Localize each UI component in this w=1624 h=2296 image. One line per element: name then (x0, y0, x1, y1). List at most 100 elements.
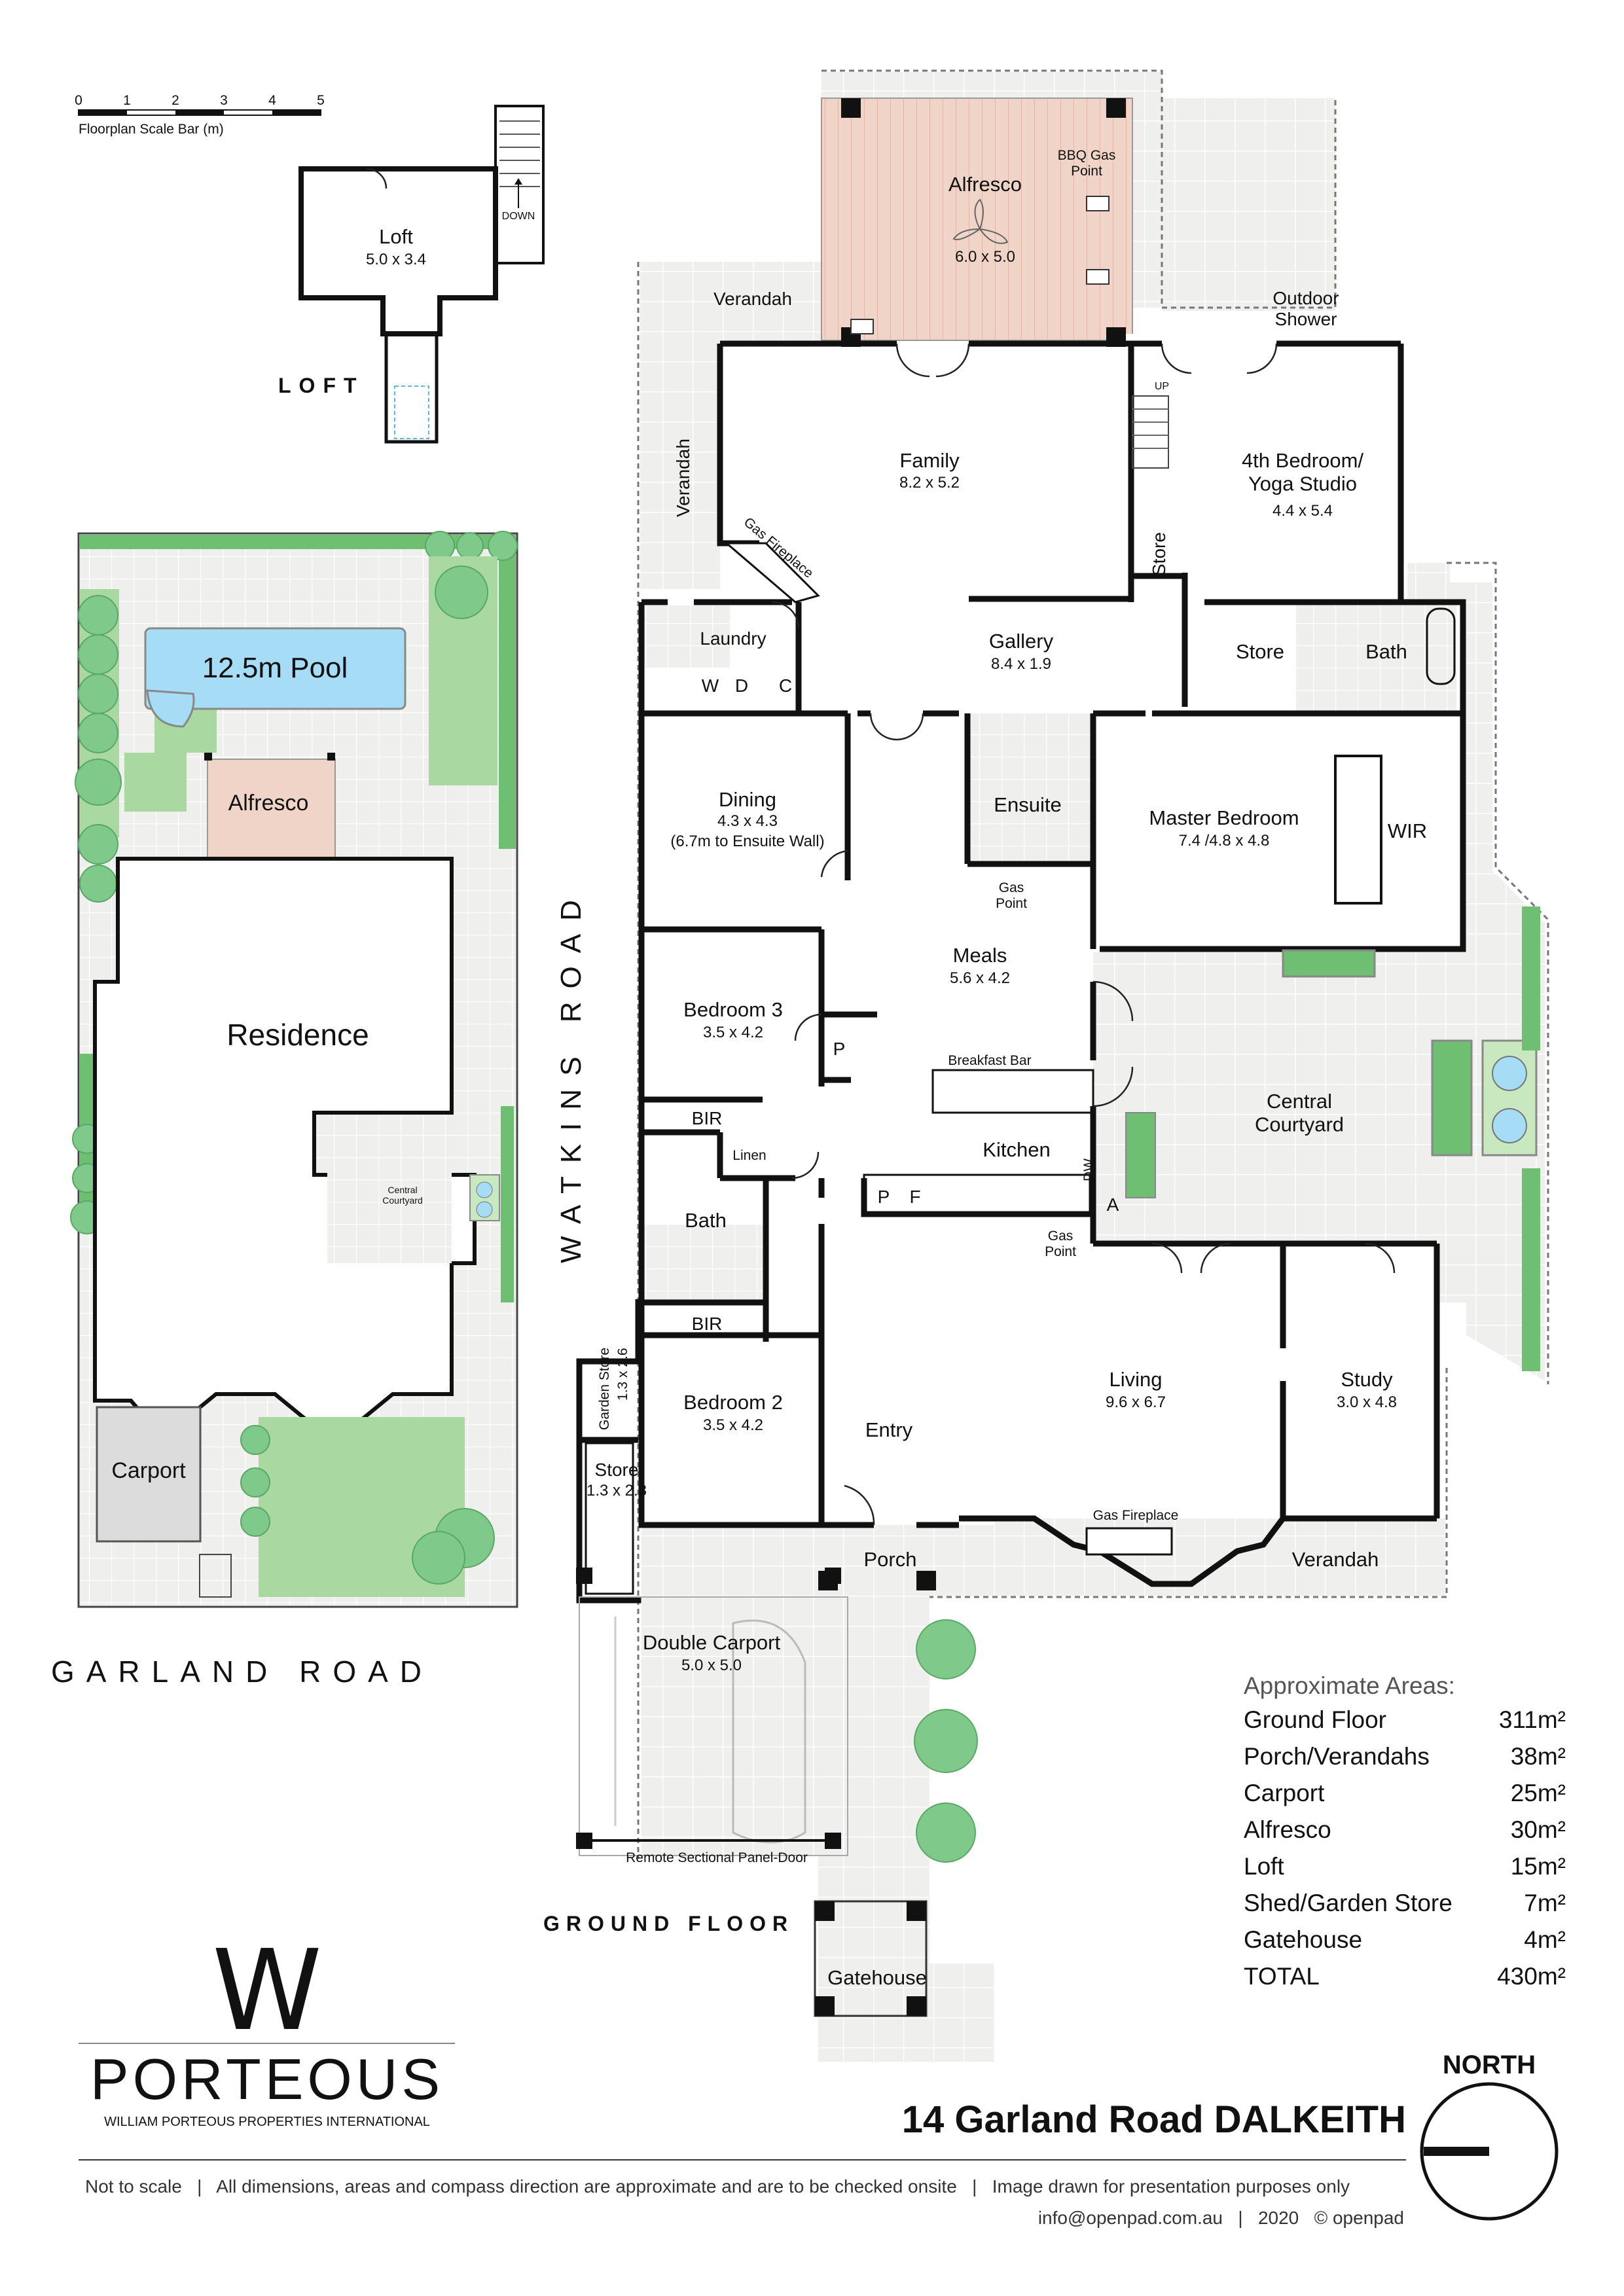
ground-floor-plan (576, 69, 1549, 2062)
verandah-top-label: Verandah (713, 289, 792, 309)
dining-dims: 4.3 x 4.3 (717, 812, 778, 830)
kitchen-label: Kitchen (983, 1138, 1050, 1161)
loft-room-dims: 5.0 x 3.4 (366, 251, 426, 268)
area-value-total: 430m² (1497, 1963, 1566, 1990)
footer-contact: info@openpad.com.au | 2020 © openpad (1038, 2208, 1404, 2228)
scale-tick-1: 1 (123, 93, 131, 108)
footer-disclaimer: Not to scale | All dimensions, areas and… (85, 2176, 1350, 2197)
study-dims: 3.0 x 4.8 (1337, 1393, 1397, 1411)
loft-title: LOFT (278, 374, 365, 397)
loft-plan: Loft 5.0 x 3.4 DOWN LOFT (278, 105, 545, 444)
north-label: NORTH (1443, 2051, 1536, 2079)
area-label-shed: Shed/Garden Store (1244, 1890, 1453, 1916)
master-bedroom-dims: 7.4 /4.8 x 4.8 (1179, 832, 1270, 850)
site-street-label: GARLAND ROAD (51, 1655, 433, 1689)
bir1-label: BIR (692, 1108, 723, 1128)
store-carport-dims: 1.3 x 2.8 (586, 1482, 647, 1499)
north-arrow-icon (1424, 2147, 1489, 2156)
laundry-c: C (779, 675, 792, 696)
meals-dims: 5.6 x 4.2 (950, 969, 1010, 987)
area-value-gatehouse: 4m² (1524, 1926, 1566, 1953)
laundry-d: D (735, 675, 748, 696)
bath-label: Bath (685, 1209, 727, 1232)
living-dims: 9.6 x 6.7 (1106, 1393, 1166, 1411)
dishwasher-label: DW (1081, 1158, 1096, 1181)
gatehouse-label: Gatehouse (827, 1966, 927, 1989)
gallery-dims: 8.4 x 1.9 (991, 655, 1051, 673)
area-label-porch: Porch/Verandahs (1244, 1743, 1430, 1770)
bedroom3-dims: 3.5 x 4.2 (703, 1024, 763, 1041)
pantry-label: P (833, 1039, 846, 1059)
laundry-label: Laundry (700, 628, 766, 649)
ensuite-label: Ensuite (994, 793, 1061, 816)
bedroom4-dims: 4.4 x 5.4 (1272, 502, 1333, 520)
area-value-porch: 38m² (1511, 1743, 1566, 1770)
ground-floor-title: GROUND FLOOR (543, 1912, 794, 1935)
area-value-loft: 15m² (1511, 1853, 1566, 1880)
study-label: Study (1341, 1368, 1393, 1391)
scale-tick-3: 3 (220, 93, 228, 108)
family-dims: 8.2 x 5.2 (899, 474, 960, 492)
porch-label: Porch (864, 1548, 917, 1571)
scale-bar: 0 1 2 3 4 5 Floorplan Scale Bar (m) (75, 93, 325, 137)
bedroom4-label: 4th Bedroom/Yoga Studio (1242, 449, 1363, 495)
area-label-alfresco: Alfresco (1244, 1816, 1331, 1843)
alfresco-dims: 6.0 x 5.0 (955, 248, 1015, 266)
area-label-ground-floor: Ground Floor (1244, 1706, 1386, 1733)
fridge-label: F (909, 1187, 920, 1207)
kitchen-pantry-label: P (878, 1187, 890, 1207)
site-residence-label: Residence (226, 1018, 369, 1052)
bedroom3-label: Bedroom 3 (683, 998, 783, 1021)
double-carport-label: Double Carport (643, 1631, 781, 1654)
area-value-shed: 7m² (1524, 1890, 1566, 1916)
bath-master-label: Bath (1365, 640, 1407, 663)
dining-note: (6.7m to Ensuite Wall) (670, 833, 824, 850)
site-carport-label: Carport (111, 1458, 186, 1483)
remote-door-label: Remote Sectional Panel-Door (626, 1850, 808, 1865)
site-alfresco-label: Alfresco (228, 791, 309, 816)
garden-store-label: Garden Store (597, 1348, 612, 1430)
laundry-w: W (702, 675, 719, 696)
appliance-a-label: A (1107, 1194, 1119, 1215)
scale-bar-label: Floorplan Scale Bar (m) (79, 122, 224, 137)
store-carport-label: Store (595, 1460, 639, 1480)
linen-label: Linen (732, 1148, 766, 1163)
area-label-carport: Carport (1244, 1780, 1325, 1806)
area-value-ground-floor: 311m² (1499, 1706, 1566, 1733)
alfresco-deck (821, 98, 1133, 341)
store-small-label: Store (1149, 532, 1169, 576)
bedroom2-dims: 3.5 x 4.2 (703, 1416, 763, 1434)
bedroom2-label: Bedroom 2 (683, 1391, 783, 1414)
brand-tagline: WILLIAM PORTEOUS PROPERTIES INTERNATIONA… (104, 2115, 430, 2129)
dining-label: Dining (719, 788, 776, 811)
meals-label: Meals (953, 944, 1007, 967)
area-value-carport: 25m² (1511, 1780, 1566, 1806)
wir-label: WIR (1388, 819, 1427, 842)
living-label: Living (1110, 1368, 1163, 1391)
family-label: Family (899, 449, 960, 472)
scale-tick-5: 5 (317, 93, 325, 108)
street-watkins-label: WATKINS ROAD (555, 887, 587, 1263)
site-pool-label: 12.5m Pool (202, 652, 348, 684)
scale-tick-2: 2 (171, 93, 179, 108)
scale-tick-4: 4 (268, 93, 276, 108)
breakfast-bar-label: Breakfast Bar (948, 1053, 1031, 1068)
bir2-label: BIR (692, 1314, 723, 1334)
area-value-alfresco: 30m² (1511, 1816, 1566, 1843)
store-bath-label: Store (1236, 640, 1284, 663)
loft-stair-label: DOWN (502, 211, 535, 222)
north-compass: NORTH (1420, 2051, 1559, 2221)
alfresco-label: Alfresco (948, 173, 1022, 196)
brand-name: PORTEOUS (90, 2047, 444, 2111)
garden-store-dims: 1.3 x 2.6 (615, 1348, 630, 1401)
scale-tick-0: 0 (75, 93, 82, 108)
area-label-gatehouse: Gatehouse (1244, 1926, 1362, 1953)
